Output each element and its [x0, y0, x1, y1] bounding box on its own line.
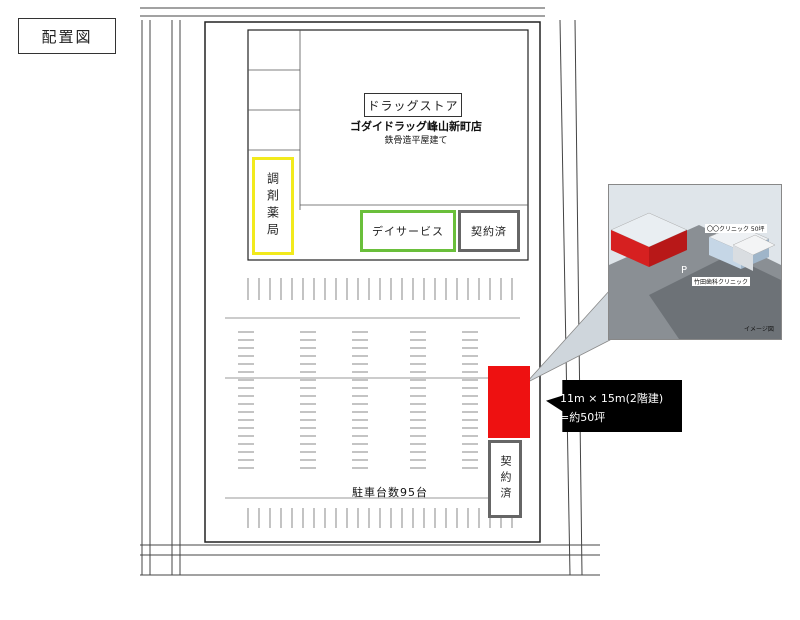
drugstore-structure: 鉄骨造平屋建て [384, 136, 448, 146]
inset-store-side [649, 230, 687, 267]
road-lines [140, 7, 600, 576]
new-tenant-unit [488, 366, 530, 438]
inset-store-front [611, 230, 649, 267]
callout-area-text: =約50坪 [560, 411, 606, 424]
inset-image [608, 184, 782, 340]
inset-clinic-label: 〇〇クリニック 50坪 [705, 224, 767, 233]
dimension-lines [225, 317, 520, 499]
inset-parking-mark: P [681, 265, 688, 276]
inset-image-note: イメージ図 [744, 326, 774, 333]
contracted-tenant-top: 契約済 [458, 210, 520, 252]
contracted-bottom-label: 契約済 [499, 455, 512, 503]
dayservice-tenant: デイサービス [360, 210, 456, 252]
inset-dental-label: 竹田歯科クリニック [692, 277, 751, 286]
callout-size-text: 11m × 15m(2階建) [560, 392, 664, 405]
drugstore-name: ゴダイドラッグ峰山新町店 [350, 120, 482, 133]
inset-pointer [525, 288, 611, 384]
page-title: 配置図 [18, 18, 116, 54]
site-boundary [204, 21, 541, 543]
building-rooms [248, 30, 528, 210]
inset-illustration [609, 212, 781, 339]
inset-dental-front [733, 245, 753, 271]
parking-count: 駐車台数95台 [352, 486, 428, 499]
inset-parking-lot [649, 255, 781, 339]
contracted-tenant-bottom: 契約済 [488, 440, 522, 518]
drugstore-label: ドラッグストア [364, 93, 462, 117]
size-callout [546, 380, 682, 432]
pharmacy-label: 調剤薬局 [265, 172, 280, 240]
pharmacy-tenant: 調剤薬局 [252, 157, 294, 255]
parking-stalls [238, 278, 513, 528]
